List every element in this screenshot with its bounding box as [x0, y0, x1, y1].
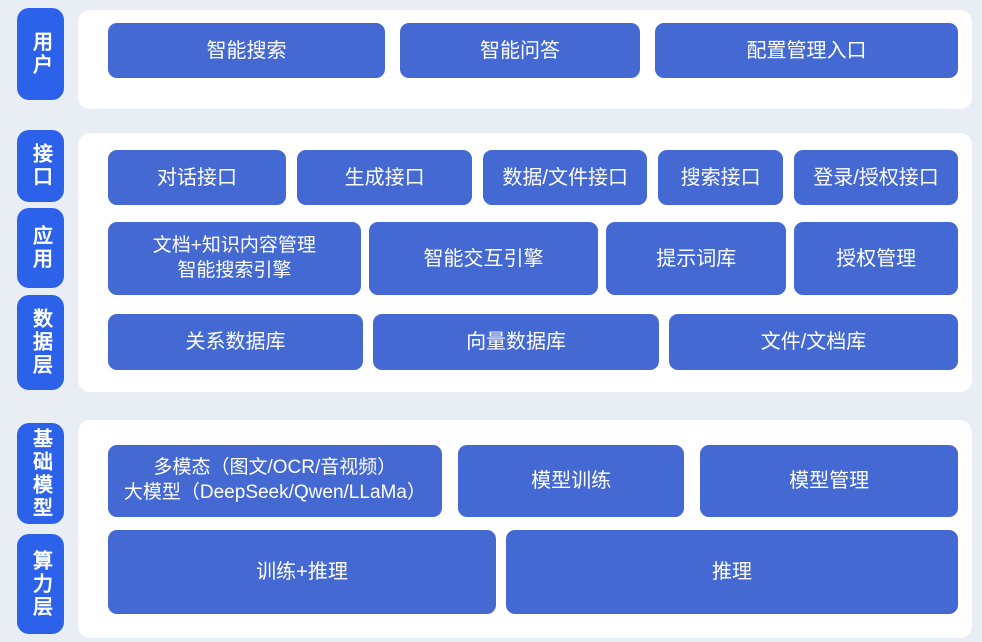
block-login-auth-api: 登录/授权接口 [794, 150, 959, 205]
row-foundation-models: 多模态（图文/OCR/音视频） 大模型（DeepSeek/Qwen/LLaMa）… [108, 445, 958, 517]
block-search-api: 搜索接口 [658, 150, 783, 205]
row-user: 智能搜索 智能问答 配置管理入口 [108, 23, 958, 78]
row-applications: 文档+知识内容管理 智能搜索引擎 智能交互引擎 提示词库 授权管理 [108, 222, 958, 295]
block-model-training: 模型训练 [457, 445, 685, 517]
block-doc-knowledge-engine: 文档+知识内容管理 智能搜索引擎 [108, 222, 361, 295]
block-data-file-api: 数据/文件接口 [483, 150, 648, 205]
block-auth-management: 授权管理 [794, 222, 958, 295]
block-dialog-api: 对话接口 [108, 150, 287, 205]
layer-pill-compute-layer: 算力层 [17, 534, 64, 634]
row-compute: 训练+推理 推理 [108, 530, 958, 614]
layer-pill-data-layer: 数据层 [17, 295, 64, 390]
block-inference: 推理 [506, 530, 958, 614]
block-training-inference: 训练+推理 [108, 530, 496, 614]
block-smart-search: 智能搜索 [108, 23, 385, 78]
block-smart-qa: 智能问答 [399, 23, 641, 78]
row-data-stores: 关系数据库 向量数据库 文件/文档库 [108, 314, 958, 370]
block-prompt-library: 提示词库 [606, 222, 787, 295]
layer-pill-application: 应用 [17, 208, 64, 288]
block-file-doc-store: 文件/文档库 [669, 314, 958, 370]
panel-bottom-layers: 多模态（图文/OCR/音视频） 大模型（DeepSeek/Qwen/LLaMa）… [78, 420, 972, 638]
block-multimodal-llm: 多模态（图文/OCR/音视频） 大模型（DeepSeek/Qwen/LLaMa） [108, 445, 442, 517]
row-interfaces: 对话接口 生成接口 数据/文件接口 搜索接口 登录/授权接口 [108, 150, 959, 205]
panel-middle-layers: 对话接口 生成接口 数据/文件接口 搜索接口 登录/授权接口 文档+知识内容管理… [78, 133, 972, 392]
block-vector-db: 向量数据库 [373, 314, 660, 370]
block-interaction-engine: 智能交互引擎 [368, 222, 599, 295]
block-generation-api: 生成接口 [297, 150, 473, 205]
block-config-entry: 配置管理入口 [655, 23, 958, 78]
panel-user-layer: 智能搜索 智能问答 配置管理入口 [78, 10, 972, 109]
layer-pill-foundation-model: 基础模型 [17, 423, 64, 524]
layer-pill-interface: 接口 [17, 130, 64, 202]
layer-pill-user: 用户 [17, 8, 64, 100]
block-model-management: 模型管理 [700, 445, 958, 517]
block-relational-db: 关系数据库 [108, 314, 364, 370]
